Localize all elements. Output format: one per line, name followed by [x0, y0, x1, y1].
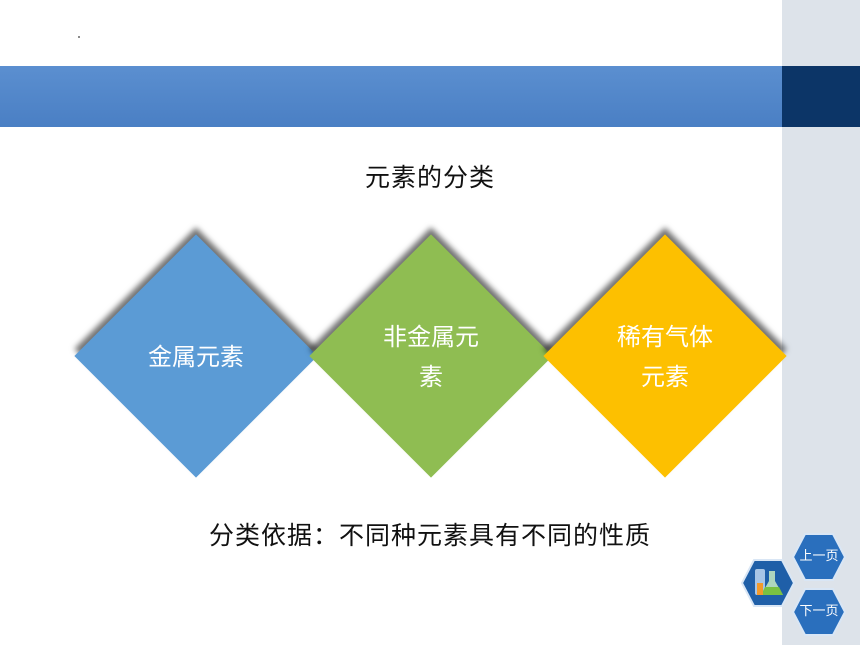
label-nonmetal-line2: 素 — [419, 363, 443, 391]
prev-hex-shape — [791, 533, 847, 581]
label-metal-line1: 金属元素 — [148, 343, 244, 371]
next-hex-shape — [791, 588, 847, 636]
prev-page-button[interactable]: 上一页 — [791, 533, 847, 581]
slide-title: 元素的分类 — [364, 163, 495, 192]
next-page-button[interactable]: 下一页 — [791, 588, 847, 636]
label-metal: 金属元素 — [116, 337, 276, 377]
prev-page-label: 上一页 — [799, 549, 839, 564]
label-noble-gas: 稀有气体 元素 — [585, 317, 745, 397]
classification-basis: 分类依据：不同种元素具有不同的性质 — [208, 521, 651, 550]
decor-dot — [78, 36, 80, 38]
header-band — [0, 66, 782, 127]
label-noble-gas-line1: 稀有气体 — [617, 323, 713, 351]
next-page-label: 下一页 — [799, 604, 839, 619]
label-nonmetal: 非金属元 素 — [351, 317, 511, 397]
header-dark-block — [782, 66, 860, 127]
label-nonmetal-line1: 非金属元 — [383, 323, 479, 351]
lab-flask-icon — [740, 559, 796, 607]
label-noble-gas-line2: 元素 — [641, 363, 689, 391]
